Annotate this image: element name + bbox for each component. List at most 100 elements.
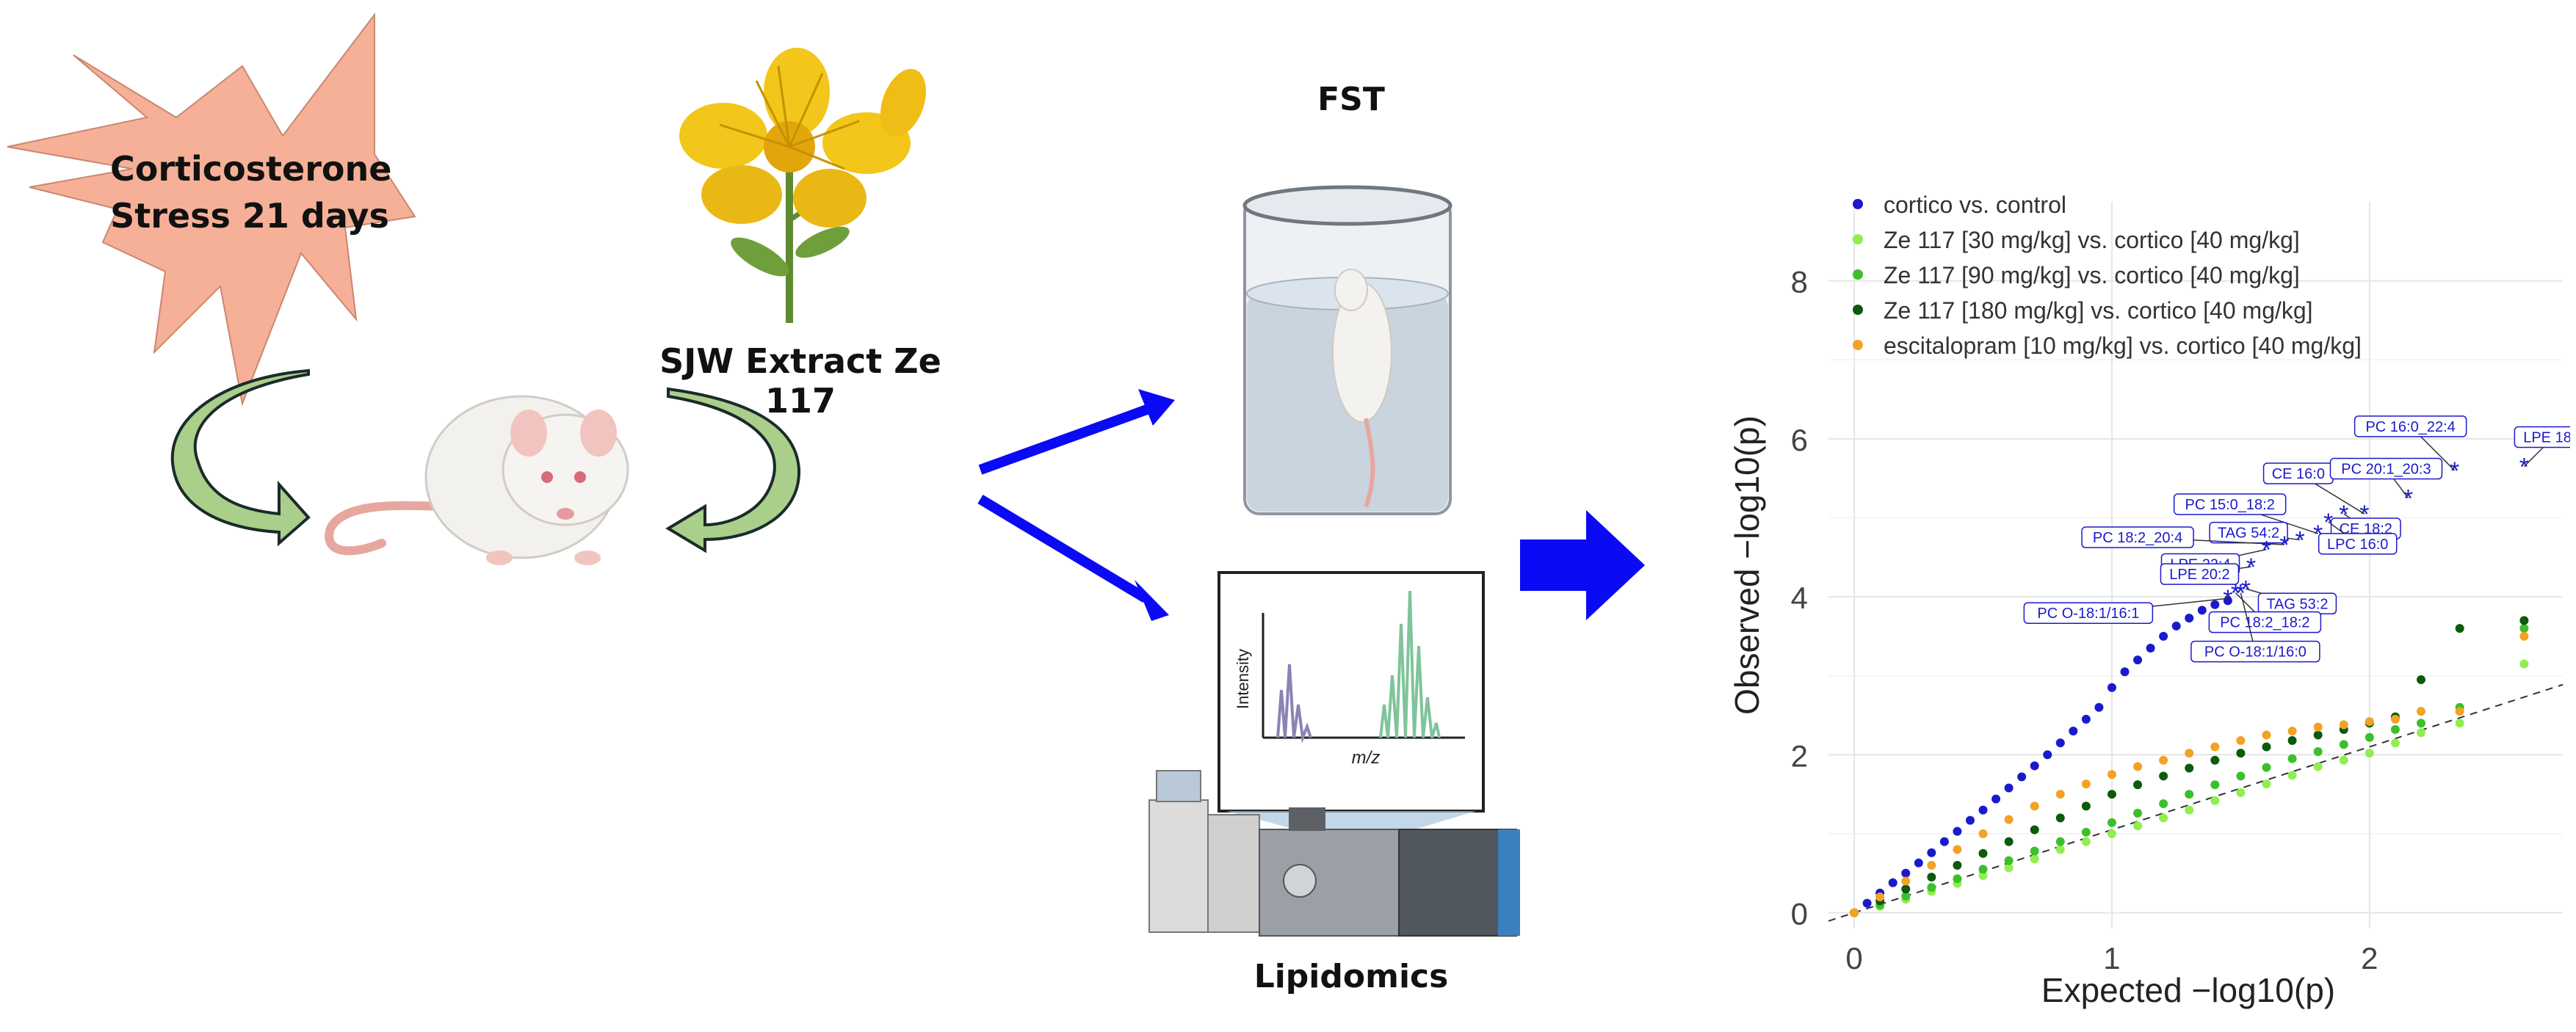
arrow-blue-up: [978, 402, 1155, 475]
data-point: [2107, 829, 2116, 838]
annotation-box: [2023, 602, 2154, 624]
starburst-shape: [7, 12, 416, 407]
legend-swatch: [1853, 269, 1863, 280]
data-point: [2133, 808, 2143, 818]
data-point: [1953, 874, 1962, 884]
data-point: [2055, 837, 2065, 846]
data-point: [2339, 755, 2348, 765]
data-point: [2004, 783, 2014, 793]
arrow-blue-down: [977, 494, 1148, 603]
legend-label: Ze 117 [90 mg/kg] vs. cortico [40 mg/kg]: [1884, 262, 2300, 288]
annotated-point: *: [2295, 527, 2304, 555]
data-point: [2133, 655, 2143, 665]
flower-illustration: [679, 48, 927, 323]
data-point: [2081, 802, 2091, 811]
data-point: [2159, 771, 2168, 781]
data-point: [2055, 790, 2065, 799]
annotation-label: PC 20:1_20:3: [2341, 462, 2431, 478]
data-point: [2185, 614, 2194, 623]
data-point: [2107, 818, 2116, 827]
data-point: [2417, 675, 2426, 685]
legend-swatch: [1853, 340, 1863, 350]
data-point: [1927, 860, 1936, 870]
data-point: [1862, 898, 1872, 908]
data-point: [1901, 884, 1911, 894]
annotation-label: PC 16:0_22:4: [2365, 419, 2455, 435]
fst-label: FST: [1317, 81, 1385, 118]
data-point: [2133, 780, 2143, 790]
annotated-point: *: [2246, 553, 2256, 581]
data-point: [2390, 724, 2400, 734]
data-point: [2236, 749, 2246, 758]
annotated-point: *: [2223, 585, 2232, 613]
annotated-point: *: [2519, 453, 2529, 481]
annotation-label: PC 18:2_18:2: [2220, 615, 2309, 631]
starburst-text-line2: Stress 21 days: [110, 196, 389, 236]
data-point: [2004, 856, 2014, 865]
data-point: [2030, 825, 2039, 835]
data-point: [2210, 780, 2220, 790]
data-point: [2017, 772, 2027, 782]
swim-test-beaker: [1242, 185, 1452, 515]
data-point: [2133, 821, 2143, 831]
data-point: [2081, 837, 2091, 846]
data-point: [2262, 730, 2271, 740]
data-point: [2094, 702, 2104, 712]
data-point: [2365, 749, 2374, 758]
reference-line: [1828, 683, 2564, 922]
data-point: [2055, 845, 2065, 854]
series-group: [1850, 631, 2529, 917]
x-axis-label: Expected −log10(p): [2041, 971, 2335, 1009]
data-point: [2455, 719, 2464, 728]
legend-label: cortico vs. control: [1884, 192, 2066, 218]
arrow-green-right: [665, 387, 801, 553]
data-point: [2365, 733, 2374, 742]
data-point: [2417, 728, 2426, 738]
data-point: [2171, 621, 2181, 631]
annotation-box: [2190, 640, 2320, 663]
data-point: [2030, 802, 2039, 811]
data-point: [2417, 719, 2426, 728]
annotated-point: *: [2262, 536, 2271, 564]
y-axis-label: Observed −log10(p): [1728, 415, 1766, 715]
data-point: [2365, 717, 2374, 727]
data-point: [1978, 849, 1988, 858]
data-point: [1901, 876, 1911, 886]
data-point: [2417, 707, 2426, 716]
annotation-box: [2329, 457, 2443, 480]
data-point: [2107, 683, 2116, 692]
data-point: [2262, 742, 2271, 752]
data-point: [1888, 878, 1897, 887]
y-tick-label: 4: [1791, 581, 1808, 615]
data-point: [2004, 837, 2014, 846]
annotation-box: [2514, 426, 2570, 448]
data-point: [2185, 763, 2194, 773]
data-point: [2081, 827, 2091, 837]
data-point: [2081, 780, 2091, 789]
data-point: [1939, 837, 1949, 846]
data-point: [2185, 749, 2194, 758]
data-point: [2159, 755, 2168, 765]
data-point: [2107, 770, 2116, 780]
annotation-label: PC O-18:1/16:0: [2204, 644, 2307, 661]
data-point: [2236, 771, 2246, 781]
annotation-label: LPC 16:0: [2327, 537, 2388, 553]
data-point: [2313, 722, 2323, 732]
data-point: [1850, 908, 1859, 917]
data-point: [2287, 735, 2297, 745]
data-point: [2287, 771, 2297, 780]
data-point: [2185, 805, 2194, 815]
data-point: [2210, 755, 2220, 765]
annotation-label: PC 15:0_18:2: [2185, 497, 2275, 513]
annotation-label: PC O-18:1/16:1: [2037, 606, 2139, 622]
data-point: [2236, 735, 2246, 745]
data-point: [2210, 742, 2220, 752]
data-point: [2120, 667, 2130, 677]
annotation-box: [2354, 415, 2467, 437]
middle-panel: Intensity m/z: [977, 185, 1520, 937]
annotation-label: LPE 20:2: [2169, 567, 2229, 583]
annotation-box: [2081, 526, 2194, 548]
arrow-blue-down-head: [1135, 580, 1169, 621]
rat-illustration: [325, 395, 629, 565]
